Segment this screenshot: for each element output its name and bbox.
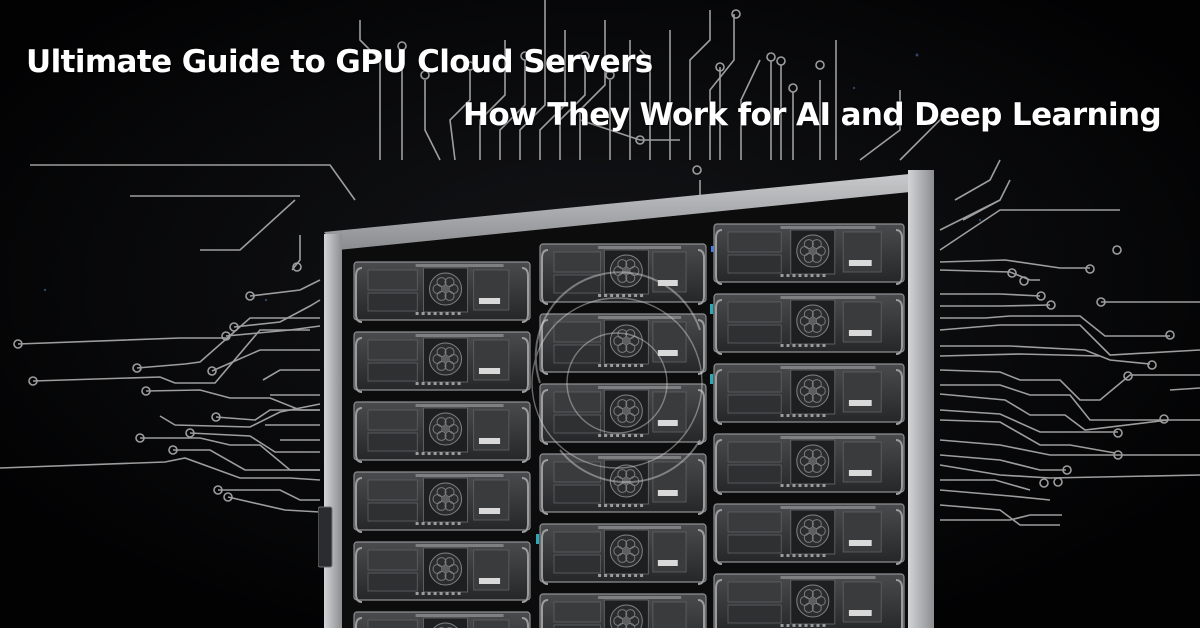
server-unit xyxy=(710,293,905,355)
server-unit xyxy=(539,243,707,305)
server-rack xyxy=(318,170,934,628)
server-unit xyxy=(539,383,707,445)
server-unit xyxy=(710,363,905,425)
banner-title-line-1: Ultimate Guide to GPU Cloud Servers xyxy=(26,44,653,80)
server-unit xyxy=(353,471,531,533)
server-unit xyxy=(353,261,531,323)
server-unit xyxy=(713,573,905,628)
server-unit xyxy=(353,541,531,603)
server-unit xyxy=(536,523,707,585)
banner-title-line-2: How They Work for AI and Deep Learning xyxy=(463,97,1162,133)
server-unit xyxy=(713,433,905,495)
server-unit xyxy=(353,331,531,393)
server-unit xyxy=(711,223,905,285)
server-units xyxy=(353,223,905,628)
server-unit xyxy=(353,611,531,628)
server-unit xyxy=(539,313,707,375)
server-unit xyxy=(353,401,531,463)
server-unit xyxy=(713,503,905,565)
server-unit xyxy=(539,593,707,628)
server-unit xyxy=(539,453,707,515)
